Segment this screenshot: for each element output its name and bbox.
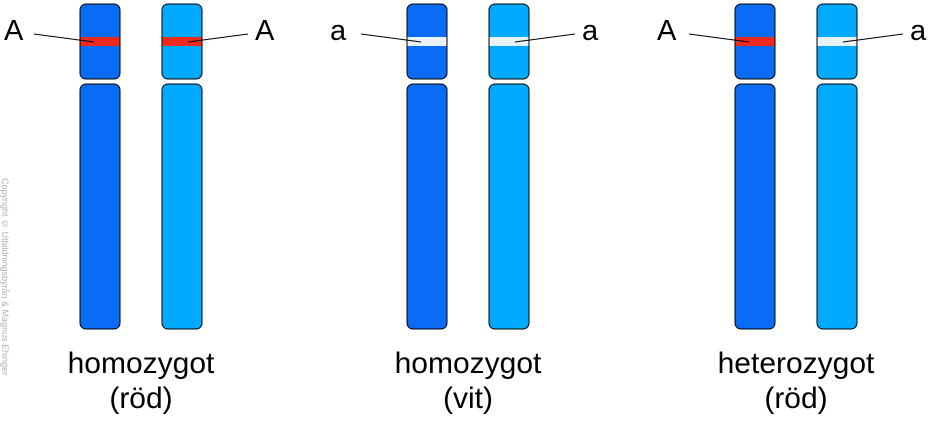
- pair-2-left-allele-label: a: [330, 15, 347, 47]
- pair-1-left-leader-line: [33, 33, 95, 43]
- pair-3-right-allele-label: a: [910, 15, 927, 47]
- pair-3-right-allele-band: [817, 37, 857, 46]
- copyright-notice: Copyright © Utbildningsbyrån & Magnus Eh…: [0, 178, 10, 376]
- pair-1-caption-line2: (röd): [109, 382, 173, 415]
- pair-3-left-allele-label: A: [657, 15, 677, 47]
- pair-3-left-leader-line: [688, 33, 750, 43]
- pair-1-left-allele-band: [80, 37, 120, 46]
- pair-1-right-leader-line: [187, 33, 249, 43]
- pair-2-right-chromosome-lower-arm: [488, 83, 530, 330]
- pair-1-left-allele-label: A: [4, 15, 24, 47]
- pair-1-right-chromosome-lower-arm: [161, 83, 203, 330]
- pair-3-left-chromosome-lower-arm: [734, 83, 776, 330]
- pair-3-left-allele-band: [735, 37, 775, 46]
- pair-2-left-allele-band: [407, 37, 447, 46]
- pair-3-caption: heterozygot (röd): [676, 346, 916, 416]
- pair-2-caption-line1: homozygot: [394, 347, 542, 380]
- pair-1-left-chromosome-lower-arm: [79, 83, 121, 330]
- pair-2-caption-line2: (vit): [443, 382, 493, 415]
- pair-2-left-leader-line: [360, 33, 422, 43]
- pair-3-caption-line2: (röd): [764, 382, 828, 415]
- pair-1-right-allele-band: [162, 37, 202, 46]
- pair-2-caption: homozygot (vit): [348, 346, 588, 416]
- pair-1-caption: homozygot (röd): [21, 346, 261, 416]
- pair-1-caption-line1: homozygot: [67, 347, 215, 380]
- pair-2-left-chromosome-lower-arm: [406, 83, 448, 330]
- pair-2-right-leader-line: [514, 33, 576, 43]
- pair-1-right-allele-label: A: [255, 15, 275, 47]
- pair-3-caption-line1: heterozygot: [717, 347, 875, 380]
- pair-3-right-leader-line: [842, 33, 904, 43]
- pair-3-right-chromosome-lower-arm: [816, 83, 858, 330]
- pair-2-right-allele-label: a: [582, 15, 599, 47]
- pair-2-right-allele-band: [489, 37, 529, 46]
